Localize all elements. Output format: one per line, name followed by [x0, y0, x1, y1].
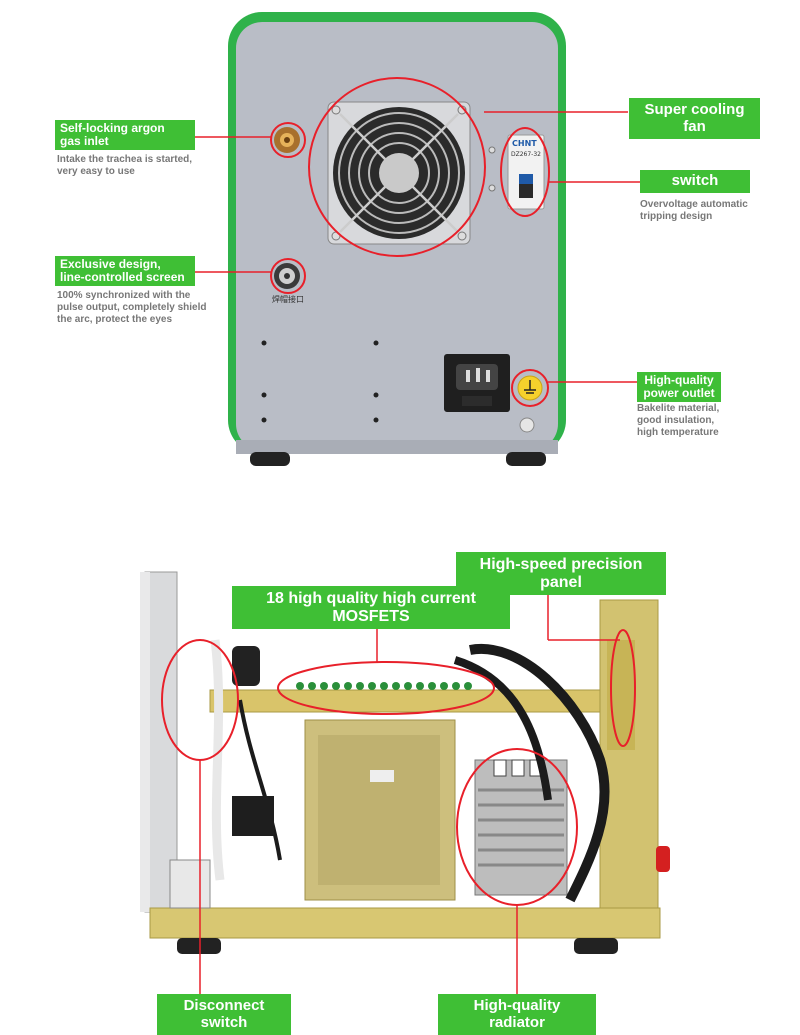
callout-circles-top: [270, 77, 550, 407]
argon-title-line1: Self-locking argon: [60, 121, 165, 135]
screen-title-line2: line-controlled screen: [60, 270, 185, 285]
label-disconnect-switch: Disconnect switch: [157, 994, 291, 1035]
power-desc-line1: Bakelite material,: [637, 403, 720, 414]
argon-title-line2: gas inlet: [60, 134, 109, 149]
switch-desc-line2: tripping design: [640, 211, 713, 222]
label-switch: switch: [640, 170, 750, 193]
screen-desc-line2: pulse output, completely shield: [57, 302, 207, 313]
label-argon-inlet: Self-locking argon gas inlet: [55, 120, 195, 151]
argon-description: Intake the trachea is started, very easy…: [57, 154, 192, 178]
breaker-brand: CHNT: [512, 139, 537, 148]
circuit-breaker: [507, 134, 545, 210]
screen-description: 100% synchronized with the pulse output,…: [57, 290, 206, 326]
screen-connector: [274, 263, 300, 289]
connector-label: 焊帽接口: [272, 295, 304, 304]
argon-desc-line2: very easy to use: [57, 166, 135, 177]
label-mosfets: 18 high quality high current MOSFETS: [232, 586, 510, 630]
label-radiator: High-quality radiator: [438, 994, 596, 1035]
callout-lines-top: [195, 111, 640, 383]
welder-internal-view: [140, 571, 670, 954]
power-title-line2: power outlet: [643, 386, 715, 401]
power-desc-line3: high temperature: [637, 427, 719, 438]
power-description: Bakelite material, good insulation, high…: [637, 403, 719, 439]
switch-description: Overvoltage automatic tripping design: [640, 199, 748, 223]
power-title-line1: High-quality: [644, 373, 714, 387]
breaker-model: DZ267-32: [511, 151, 541, 158]
cooling-fan: [327, 101, 496, 245]
power-desc-line2: good insulation,: [637, 415, 715, 426]
label-power-outlet: High-quality power outlet: [637, 372, 721, 403]
argon-inlet-fitting: [274, 127, 300, 153]
argon-desc-line1: Intake the trachea is started,: [57, 154, 193, 165]
screen-desc-line1: 100% synchronized with the: [57, 290, 191, 301]
screen-title-line1: Exclusive design,: [60, 257, 161, 271]
power-socket: [444, 354, 543, 433]
switch-desc-line1: Overvoltage automatic: [640, 199, 748, 210]
label-screen: Exclusive design, line-controlled screen: [55, 256, 195, 287]
screen-desc-line3: the arc, protect the eyes: [57, 314, 173, 325]
label-cooling-fan: Super cooling fan: [629, 98, 760, 139]
